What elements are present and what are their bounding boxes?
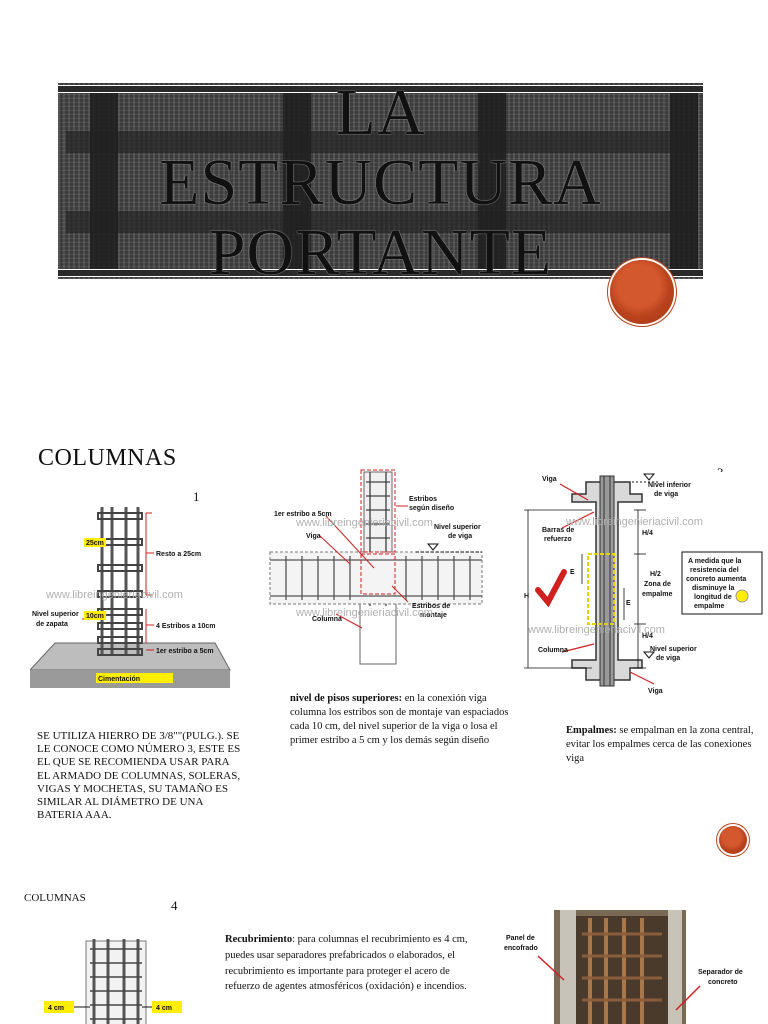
label-separador: Separador de (698, 969, 743, 976)
paragraph-pisos-superiores: nivel de pisos superiores: en la conexió… (290, 692, 512, 748)
label-h4-bottom: H/4 (642, 633, 653, 640)
figure-formwork-photo: Panel de encofrado Separador de concreto (498, 910, 768, 1024)
label-nivel-inf-2: de viga (654, 491, 678, 498)
label-barras-2: refuerzo (544, 536, 572, 543)
watermark: www.libreingenieriacivil.com (295, 607, 433, 619)
banner-pillar (478, 93, 506, 269)
label-h2: H/2 (650, 571, 661, 578)
label-resto: Resto a 25cm (156, 551, 201, 558)
title-line-2: ESTRUCTURA (159, 146, 602, 219)
banner-pillar (283, 93, 311, 269)
label-10cm: 10cm (86, 613, 104, 620)
watermark: www.libreingenieriacivil.com (45, 589, 183, 601)
figure-column-stirrups: Cimentación (30, 505, 255, 690)
watermark: www.libreingenieriacivil.com (295, 517, 433, 529)
label-nivel-inf: Nivel inferior (648, 482, 691, 489)
title-line-3: PORTANTE (208, 216, 553, 289)
title-line-1: LA (335, 76, 426, 149)
label-estribos-montaje-2: montaje (420, 612, 447, 619)
label-4cm-right: 4 cm (156, 1005, 172, 1012)
figure-number: 1 (193, 489, 200, 504)
label-nivel-sup-2: de viga (448, 533, 472, 540)
note-line-3: concreto aumenta (686, 576, 746, 583)
label-estribos-diseno: Estribos (409, 496, 437, 503)
decorative-circle (610, 260, 674, 324)
label-h: H (524, 593, 529, 600)
bold-term: nivel de pisos superiores: (290, 693, 403, 704)
paragraph-recubrimiento: Recubrimiento: para columnas el recubrim… (225, 932, 470, 995)
label-nivel-sup: Nivel superior (434, 524, 481, 531)
lightbulb-icon (735, 589, 749, 603)
figure-number: 4 (171, 898, 178, 913)
figure-cover-column: 4 cm 4 cm (44, 935, 184, 1024)
label-zapata: de zapata (36, 621, 68, 628)
paragraph-body: : para columnas el recubrimiento es 4 cm… (225, 934, 468, 993)
figure-splice-zone: A medida que la resistencia del concreto… (522, 472, 768, 700)
label-nivel-sup: Nivel superior (650, 646, 697, 653)
label-panel: Panel de (506, 935, 535, 942)
note-line-2: resistencia del (690, 567, 739, 574)
paragraph-body: en la conexión viga columna los estribos… (290, 693, 509, 746)
label-columna: Columna (538, 647, 568, 654)
label-e-top: E (570, 569, 575, 576)
label-zona-2: empalme (642, 591, 672, 598)
label-cimentacion: Cimentación (98, 676, 140, 683)
label-viga: Viga (306, 533, 321, 540)
watermark: www.libreingenieriacivil.com (565, 516, 703, 528)
label-25cm: 25cm (86, 540, 104, 547)
paragraph-body: se empalman en la zona central, evitar l… (566, 725, 754, 764)
banner-pillar (90, 93, 118, 269)
bold-term: Recubrimiento (225, 934, 293, 945)
figure-beam-column-joint: Estribos según diseño 1er estribo a 5cm … (266, 468, 486, 668)
label-estribos-montaje: Estribos de (412, 603, 450, 610)
banner-beam (66, 131, 695, 153)
title-banner (58, 83, 703, 279)
label-estribos-diseno-2: según diseño (409, 505, 454, 512)
label-nivel-sup-2: de viga (656, 655, 680, 662)
section-heading: COLUMNAS (38, 445, 177, 471)
note-line-4: disminuye la (692, 585, 735, 592)
label-e-bottom: E (626, 600, 631, 607)
label-panel-2: encofrado (504, 945, 538, 952)
label-estribos10: 4 Estribos a 10cm (156, 623, 216, 630)
label-viga-top: Viga (542, 476, 557, 483)
label-viga-bottom: Viga (648, 688, 663, 695)
note-line-1: A medida que la (688, 558, 742, 565)
label-h4-top: H/4 (642, 530, 653, 537)
label-4cm-left: 4 cm (48, 1005, 64, 1012)
label-zona: Zona de (644, 581, 671, 588)
banner-beam (66, 211, 695, 233)
label-barras: Barras de (542, 527, 574, 534)
label-primer-estribo: 1er estribo a 5cm (274, 511, 332, 518)
watermark: www.libreingenieriacivil.com (527, 624, 665, 636)
paragraph-empalmes: Empalmes: se empalman en la zona central… (566, 724, 766, 766)
note-line-5: longitud de (694, 594, 732, 601)
decorative-circle (719, 826, 747, 854)
section-heading-small: COLUMNAS (24, 892, 86, 904)
label-estribo5: 1er estribo a 5cm (156, 648, 214, 655)
label-columna: Columna (312, 616, 342, 623)
paragraph-hierro: SE UTILIZA HIERRO DE 3/8""(PULG.). SE LE… (37, 730, 241, 822)
banner-pillar (670, 93, 698, 269)
note-line-6: empalme (694, 603, 724, 610)
label-nivel: Nivel superior (32, 611, 79, 618)
bold-term: Empalmes: (566, 725, 617, 736)
label-separador-2: concreto (708, 979, 738, 986)
